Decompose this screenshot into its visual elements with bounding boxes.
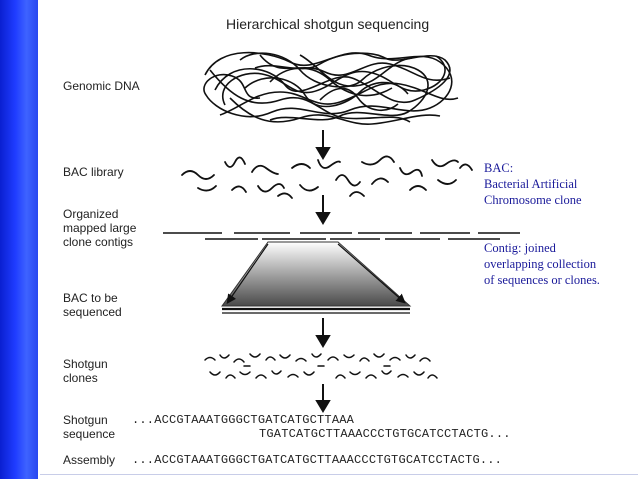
label-shotgun-sequence: Shotgun sequence (63, 413, 115, 441)
genomic-dna-tangle (203, 51, 459, 125)
sequence-read-1: ...ACCGTAAATGGGCTGATCATGCTTAAA (132, 413, 355, 427)
label-shotgun-clones: Shotgun clones (63, 357, 108, 385)
shotgun-clone-fragments (204, 353, 438, 379)
label-bac-line-2: sequenced (63, 305, 122, 319)
label-organized-contigs: Organized mapped large clone contigs (63, 207, 136, 249)
bac-library-fragments (181, 155, 473, 199)
bottom-divider (40, 474, 638, 475)
label-organized-line-2: mapped large (63, 221, 137, 235)
note-contig-line-3: of sequences or clones. (484, 273, 600, 287)
note-contig-line-1: Contig: joined (484, 241, 556, 255)
label-shotgun-sequence-line-2: sequence (63, 427, 116, 441)
label-genomic-dna: Genomic DNA (63, 79, 140, 93)
diagram-title: Hierarchical shotgun sequencing (226, 16, 430, 32)
label-bac-line-1: BAC to be (63, 291, 118, 305)
label-shotgun-sequence-line-1: Shotgun (63, 413, 108, 427)
bac-expansion-triangle (221, 241, 412, 314)
note-bac-definition: BAC: Bacterial Artificial Chromosome clo… (484, 160, 582, 208)
label-bac-library: BAC library (63, 165, 124, 179)
label-shotgun-clones-line-1: Shotgun (63, 357, 108, 371)
sequence-assembly: ...ACCGTAAATGGGCTGATCATGCTTAAACCCTGTGCAT… (132, 453, 503, 467)
flow-arrows (315, 130, 331, 413)
clone-contig-lines (163, 232, 520, 240)
note-bac-line-1: BAC: (484, 161, 514, 175)
label-shotgun-clones-line-2: clones (63, 371, 98, 385)
label-assembly: Assembly (63, 453, 116, 467)
note-bac-line-2: Bacterial Artificial (484, 177, 578, 191)
sequence-read-2: TGATCATGCTTAAACCCTGTGCATCCTACTG... (259, 427, 511, 441)
label-organized-line-1: Organized (63, 207, 119, 221)
note-contig-definition: Contig: joined overlapping collection of… (484, 240, 600, 288)
label-bac-to-be-sequenced: BAC to be sequenced (63, 291, 122, 319)
note-bac-line-3: Chromosome clone (484, 193, 582, 207)
note-contig-line-2: overlapping collection (484, 257, 597, 271)
left-sidebar-bar (0, 0, 38, 479)
label-organized-line-3: clone contigs (63, 235, 134, 249)
